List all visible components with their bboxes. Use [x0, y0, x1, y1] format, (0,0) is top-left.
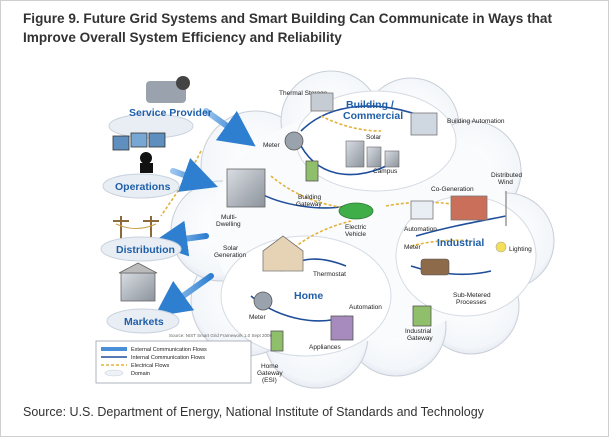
industrial-pipes-icon — [420, 258, 450, 276]
building-commercial-label-line2: Commercial — [343, 110, 403, 122]
legend-domain-swatch — [104, 369, 124, 377]
co-generation-label: Co-Generation — [431, 186, 474, 193]
operations-label: Operations — [115, 181, 171, 193]
source-caption: Source: U.S. Department of Energy, Natio… — [23, 405, 484, 419]
building-gateway-icon — [305, 160, 319, 182]
appliances-icon — [330, 315, 354, 341]
service-provider-icon — [108, 76, 194, 139]
home-label: Home — [294, 290, 323, 302]
building-automation-icon — [410, 112, 438, 136]
markets-label: Markets — [124, 316, 164, 328]
automation-industrial-label: Automation — [404, 226, 437, 233]
industrial-gateway-icon — [412, 305, 432, 327]
legend-external-label: External Communication Flows — [131, 347, 207, 353]
lighting-label: Lighting — [509, 246, 532, 253]
multi-dwelling-icon — [226, 168, 266, 208]
figure-title: Figure 9. Future Grid Systems and Smart … — [23, 11, 552, 45]
operations-icon — [102, 132, 180, 199]
house-icon — [262, 235, 304, 272]
distribution-icon — [100, 216, 182, 262]
building-automation-label: Building Automation — [447, 118, 505, 125]
thermal-storage-icon — [310, 92, 334, 112]
meter-building-label: Meter — [263, 142, 280, 149]
industrial-automation-icon — [410, 200, 434, 220]
legend-internal-label: Internal Communication Flows — [131, 355, 205, 361]
campus-label: Campus — [373, 168, 398, 175]
campus-icon — [345, 140, 400, 168]
legend-electrical-label: Electrical Flows — [131, 363, 169, 369]
meter-industrial-label: Meter — [404, 244, 421, 251]
external-flows — [151, 108, 256, 317]
building-commercial-label: Building /Commercial — [343, 99, 403, 122]
solar-label: Solar — [366, 134, 382, 141]
multi-dwelling-label: Multi-Dwelling — [216, 214, 241, 228]
distribution-label: Distribution — [116, 244, 175, 256]
service-provider-label: Service Provider — [129, 107, 212, 119]
thermostat-label: Thermostat — [313, 271, 346, 278]
co-generation-icon — [450, 195, 488, 221]
electric-vehicle-icon — [338, 202, 374, 220]
credit-text: Source: NIST Smart Grid Framework 1.0 Se… — [169, 333, 272, 338]
home-gateway-icon — [270, 330, 284, 352]
meter-home-label: Meter — [249, 314, 266, 321]
lighting-icon — [495, 241, 507, 253]
legend-domain-label: Domain — [131, 371, 150, 377]
meter-building-icon — [284, 131, 304, 151]
automation-home-label: Automation — [349, 304, 382, 311]
markets-icon — [106, 262, 180, 334]
sub-clouds — [220, 90, 537, 357]
thermal-storage-label: Thermal Storage — [279, 90, 328, 97]
legend: External Communication Flows Internal Co… — [95, 340, 252, 384]
building-commercial-label-line1: Building / — [346, 99, 394, 111]
industrial-label: Industrial — [437, 237, 484, 249]
meter-home-icon — [253, 291, 273, 311]
appliances-label: Appliances — [309, 344, 342, 351]
